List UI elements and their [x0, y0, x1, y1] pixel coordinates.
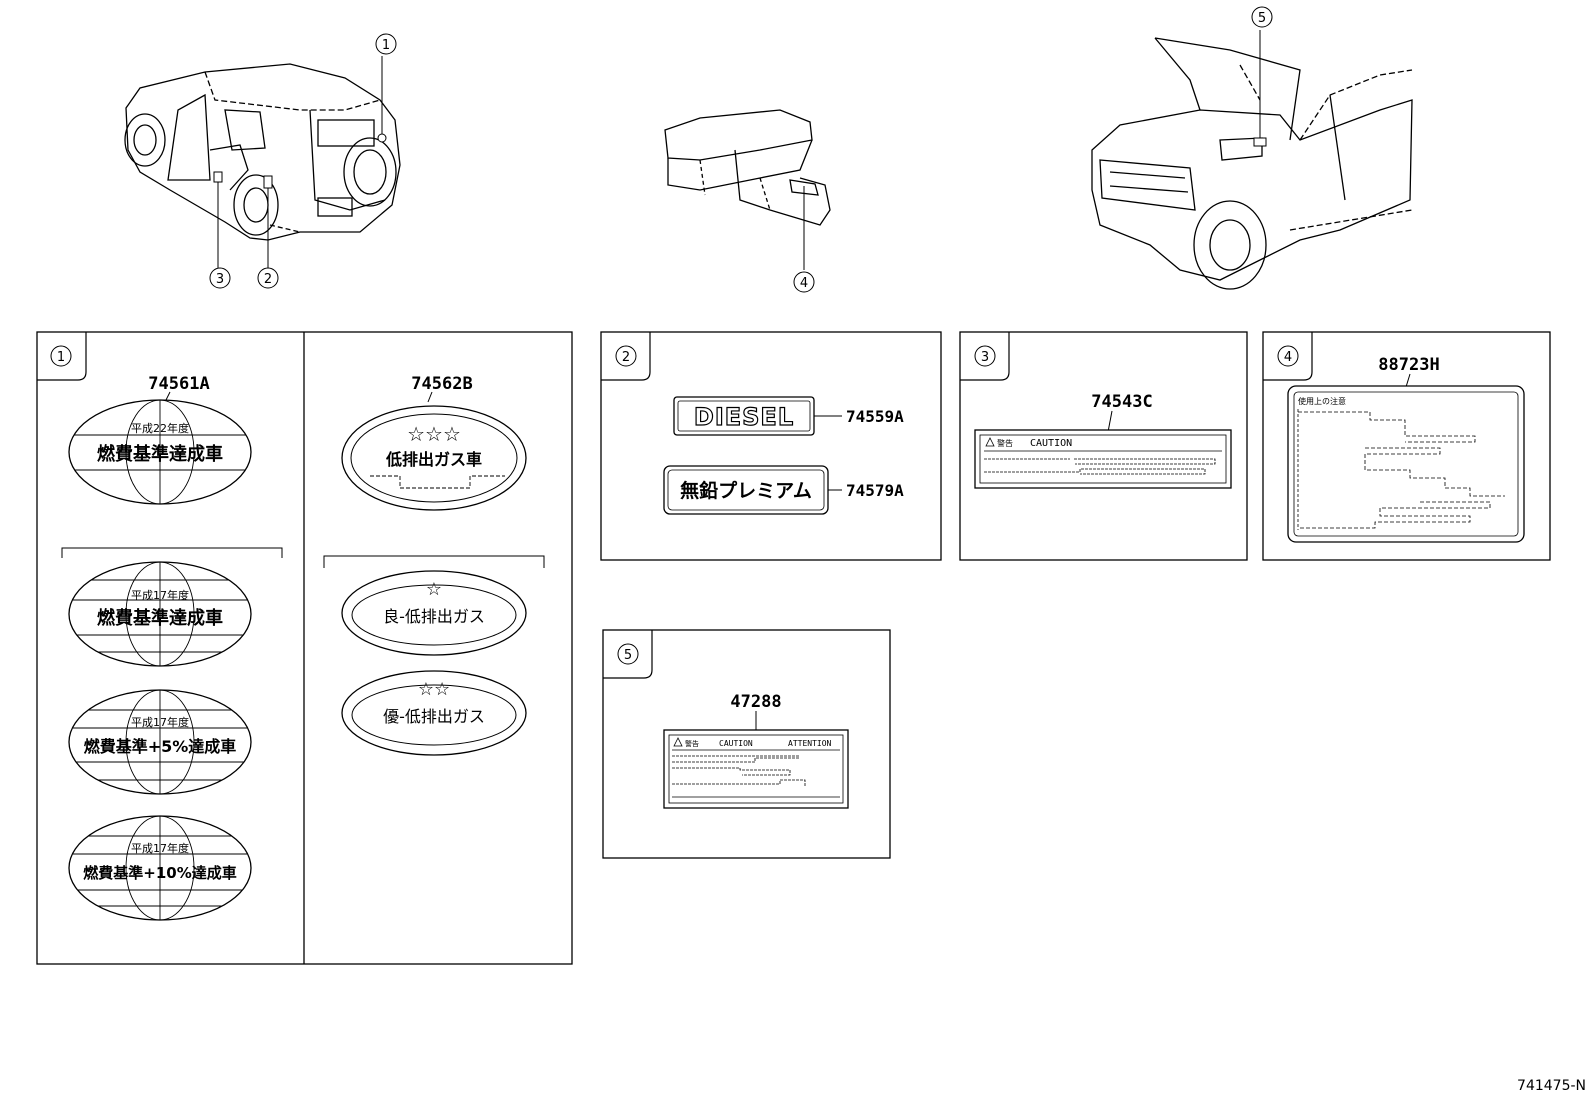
caution-label: 警告 CAUTION: [974, 429, 1232, 489]
emission-2star-label: 優-低排出ガス: [383, 707, 485, 726]
panel-3-badge: 3: [981, 350, 989, 365]
oval-1-main: 燃費基準達成車: [97, 443, 223, 465]
part-number-74579A: 74579A: [846, 481, 904, 500]
attention-label: 警告 CAUTION ATTENTION: [663, 729, 849, 809]
callout-1-label: 1: [382, 38, 390, 53]
emission-3star-label: 低排出ガス車: [385, 450, 482, 469]
part-number-74562B: 74562B: [411, 374, 472, 394]
callout-1: 1: [375, 33, 397, 143]
panel-1-badge: 1: [57, 350, 65, 365]
figure-id: 741475-N: [1517, 1078, 1586, 1094]
fuel-economy-sticker-h17-plus10: 平成17年度 燃費基準+10%達成車: [68, 815, 252, 921]
callout-4: 4: [793, 186, 815, 293]
warning-triangle-icon: [673, 737, 683, 747]
callout-5-label: 5: [1258, 11, 1266, 26]
part-number-74559A: 74559A: [846, 407, 904, 426]
oval-1-year: 平成22年度: [131, 421, 189, 435]
fuel-economy-sticker-h17-plus5: 平成17年度 燃費基準+5%達成車: [68, 689, 252, 795]
emission-sticker-1star: ☆ 良-低排出ガス: [341, 570, 527, 656]
emission-1star-label: 良-低排出ガス: [383, 607, 485, 626]
panel-2: 2 DIESEL 74559A 無鉛プレミアム 74579A: [600, 331, 942, 561]
premium-unleaded-label: 無鉛プレミアム: [663, 465, 829, 515]
panel-1: 1 74561A 平成22年度 燃費基準達成車: [36, 331, 573, 965]
emission-sticker-2star: ☆☆ 優-低排出ガス: [341, 670, 527, 756]
panel-5: 5 47288 警告 CAUTION ATTENTION: [602, 629, 891, 859]
star-icon: ☆☆☆: [407, 422, 461, 446]
oval-3-main: 燃費基準+5%達成車: [84, 737, 237, 756]
usage-notice-label: 使用上の注意: [1287, 385, 1525, 543]
interior-floor-illustration: [664, 109, 831, 226]
premium-unleaded-text: 無鉛プレミアム: [680, 479, 812, 502]
panel-2-badge: 2: [622, 350, 630, 365]
emission-sticker-3star: ☆☆☆ 低排出ガス車: [341, 405, 527, 511]
caution-label-jp: 警告: [997, 438, 1013, 448]
callout-3: 3: [209, 171, 231, 289]
callout-2-label: 2: [264, 272, 272, 287]
warning-triangle-icon: [985, 437, 995, 447]
part-number-88723H: 88723H: [1378, 355, 1439, 375]
caution-label-en: CAUTION: [1030, 438, 1072, 449]
vehicle-rear-illustration: [124, 63, 401, 241]
panel-4: 4 88723H 使用上の注意: [1262, 331, 1551, 561]
panel-3: 3 74543C 警告 CAUTION: [959, 331, 1248, 561]
oval-4-main: 燃費基準+10%達成車: [83, 864, 236, 882]
oval-4-year: 平成17年度: [131, 841, 189, 855]
oval-2-year: 平成17年度: [131, 588, 189, 602]
diesel-text: DIESEL: [694, 403, 794, 431]
panel-5-badge: 5: [624, 648, 632, 663]
usage-notice-title: 使用上の注意: [1298, 396, 1346, 406]
star-icon: ☆☆: [418, 679, 450, 700]
fuel-economy-sticker-h22: 平成22年度 燃費基準達成車: [68, 399, 252, 505]
oval-2-main: 燃費基準達成車: [97, 607, 223, 629]
attention-label-attention: ATTENTION: [788, 739, 832, 748]
star-icon: ☆: [426, 579, 442, 600]
diesel-emblem: DIESEL: [673, 396, 815, 436]
part-number-74543C: 74543C: [1091, 392, 1152, 412]
callout-2: 2: [257, 175, 279, 289]
panel-4-badge: 4: [1284, 350, 1292, 365]
oval-3-year: 平成17年度: [131, 715, 189, 729]
attention-label-caution: CAUTION: [719, 739, 753, 748]
vehicle-front-hood-open-illustration: [1091, 37, 1413, 290]
fuel-economy-sticker-h17: 平成17年度 燃費基準達成車: [68, 561, 252, 667]
callout-5: 5: [1251, 6, 1273, 147]
callout-4-label: 4: [800, 276, 808, 291]
part-number-74561A: 74561A: [148, 374, 209, 394]
attention-label-jp: 警告: [685, 739, 699, 748]
part-number-47288: 47288: [730, 692, 781, 712]
callout-3-label: 3: [216, 272, 224, 287]
